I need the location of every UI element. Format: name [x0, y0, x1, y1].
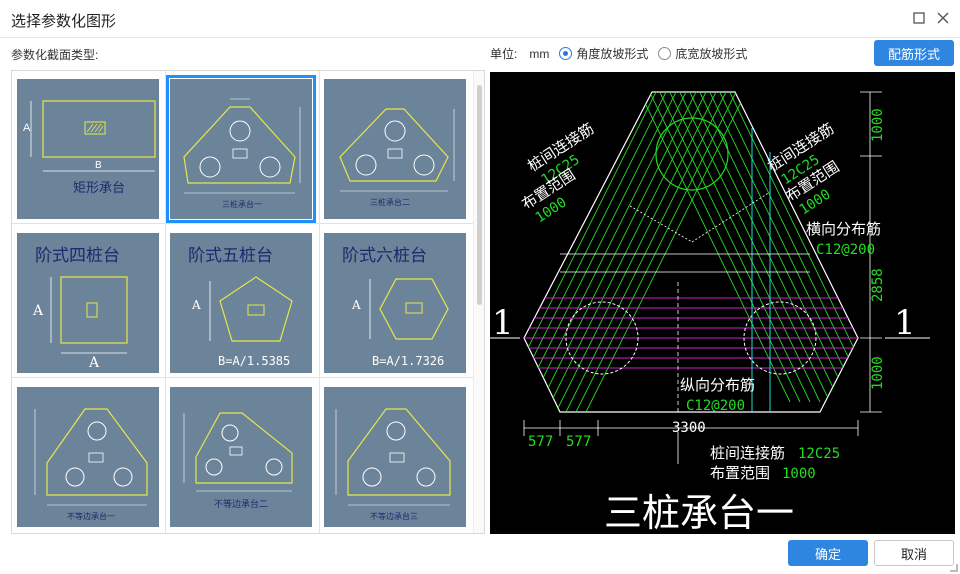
stepped-five-pile-caption: 阶式五桩台 [188, 246, 273, 266]
three-pile-cap-1-caption: 三桩承台一 [222, 199, 262, 209]
gallery-divider [319, 71, 320, 533]
pile-left [565, 301, 639, 375]
ok-button[interactable]: 确定 [788, 540, 868, 566]
dim-top: 1000 [870, 108, 886, 142]
radio-angle-slope[interactable]: 角度放坡形式 [559, 45, 648, 62]
shape-gallery: A B 矩形承台 三桩承台一 三桩承台二 [11, 70, 485, 534]
preview-drawing: 1000 2858 1000 577 577 3300 1 1 桩间连接筋 12… [490, 91, 930, 534]
radio-bottom-width-slope-dot[interactable] [658, 47, 672, 60]
stepped-four-pile-drawing: 阶式四桩台 A A [32, 246, 128, 371]
unequal-cap-1-drawing: 不等边承台一 [34, 408, 148, 521]
rect-cap-label-b: B [95, 160, 102, 171]
unequal-cap-1-caption: 不等边承台一 [67, 511, 115, 521]
unequal-cap-3-caption: 不等边承台三 [370, 511, 418, 521]
window-title: 选择参数化图形 [11, 13, 117, 30]
longitudinal-label: 纵向分布筋 [680, 376, 755, 394]
radio-angle-slope-label: 角度放坡形式 [576, 47, 649, 61]
dim-mid: 2858 [870, 268, 886, 302]
bottom-rebar-label: 桩间连接筋 [710, 444, 785, 462]
units-row: 单位: mm 角度放坡形式 底宽放坡形式 [490, 45, 747, 62]
longitudinal-value: C12@200 [686, 398, 745, 414]
three-pile-cap-2-caption: 三桩承台二 [370, 197, 410, 207]
radio-bottom-width-slope-label: 底宽放坡形式 [675, 47, 748, 61]
transverse-value: C12@200 [816, 242, 875, 258]
dim-w1: 577 [528, 434, 553, 450]
bottom-range-label: 布置范围 [710, 464, 770, 482]
three-pile-cap-2-drawing: 三桩承台二 [339, 108, 455, 207]
stepped-six-pile-caption: 阶式六桩台 [342, 246, 427, 266]
gallery-divider [165, 71, 166, 533]
resize-grip-icon[interactable] [950, 564, 958, 572]
stepped-six-pile-drawing: 阶式六桩台 A B=A/1.7326 [342, 246, 449, 368]
transverse-label: 横向分布筋 [806, 220, 881, 238]
gallery-scrollbar[interactable] [473, 71, 484, 533]
thumb-stepped-four-pile[interactable]: 阶式四桩台 A A [17, 233, 159, 373]
unequal-cap-3-drawing: 不等边承台三 [335, 408, 451, 521]
section-type-label: 参数化截面类型: [11, 48, 99, 62]
dim-w2: 577 [566, 434, 591, 450]
maximize-icon[interactable] [910, 9, 928, 27]
thumb-stepped-six-pile[interactable]: 阶式六桩台 A B=A/1.7326 [324, 233, 466, 373]
thumb-rect-cap[interactable]: A B 矩形承台 [17, 79, 159, 219]
pile-right [743, 301, 817, 375]
stepped-five-pile-drawing: 阶式五桩台 A B=A/1.5385 [188, 246, 293, 368]
thumb-stepped-five-pile[interactable]: 阶式五桩台 A B=A/1.5385 [170, 233, 312, 373]
section-mark-left: 1 [492, 303, 514, 343]
gallery-divider [12, 377, 474, 378]
preview-title: 三桩承台一 [604, 491, 794, 534]
unequal-cap-2-caption: 不等边承台二 [214, 498, 268, 510]
stepped-six-pile-label-b: B=A/1.7326 [372, 354, 444, 368]
section-mark-right: 1 [894, 303, 916, 343]
radio-angle-slope-dot[interactable] [559, 47, 573, 60]
units-value: mm [529, 46, 550, 61]
cancel-button[interactable]: 取消 [874, 540, 954, 566]
gallery-divider [12, 223, 474, 224]
stepped-four-pile-caption: 阶式四桩台 [35, 246, 120, 266]
unequal-cap-2-drawing: 不等边承台二 [183, 412, 293, 510]
thumb-unequal-cap-3[interactable]: 不等边承台三 [324, 387, 466, 527]
radio-bottom-width-slope[interactable]: 底宽放坡形式 [658, 45, 747, 62]
rect-cap-caption: 矩形承台 [73, 181, 125, 196]
three-pile-cap-1-drawing: 三桩承台一 [183, 98, 301, 209]
stepped-five-pile-label-b: B=A/1.5385 [218, 354, 290, 368]
stepped-six-pile-label-a: A [351, 298, 361, 312]
preview-panel: 1000 2858 1000 577 577 3300 1 1 桩间连接筋 12… [490, 72, 955, 534]
units-label: 单位: [490, 47, 518, 61]
thumb-unequal-cap-2[interactable]: 不等边承台二 [170, 387, 312, 527]
stepped-five-pile-label-a: A [191, 298, 201, 312]
bottom-range-value: 1000 [782, 466, 816, 482]
dim-total: 3300 [672, 420, 706, 436]
rect-cap-drawing: A B 矩形承台 [23, 100, 156, 196]
pile-top [655, 117, 729, 191]
thumb-unequal-cap-1[interactable]: 不等边承台一 [17, 387, 159, 527]
rect-cap-label-a: A [23, 122, 31, 134]
thumb-three-pile-cap-2[interactable]: 三桩承台二 [324, 79, 466, 219]
dim-bottom: 1000 [870, 356, 886, 390]
gallery-scroll-thumb[interactable] [477, 85, 482, 305]
stepped-four-pile-label-b: A [88, 355, 100, 371]
bottom-rebar-value: 12C25 [798, 446, 840, 462]
stepped-four-pile-label-a: A [32, 303, 44, 319]
title-bar: 选择参数化图形 [0, 0, 960, 38]
thumb-three-pile-cap-1[interactable]: 三桩承台一 [166, 75, 316, 223]
rebar-form-button[interactable]: 配筋形式 [874, 40, 954, 66]
close-icon[interactable] [934, 9, 952, 27]
